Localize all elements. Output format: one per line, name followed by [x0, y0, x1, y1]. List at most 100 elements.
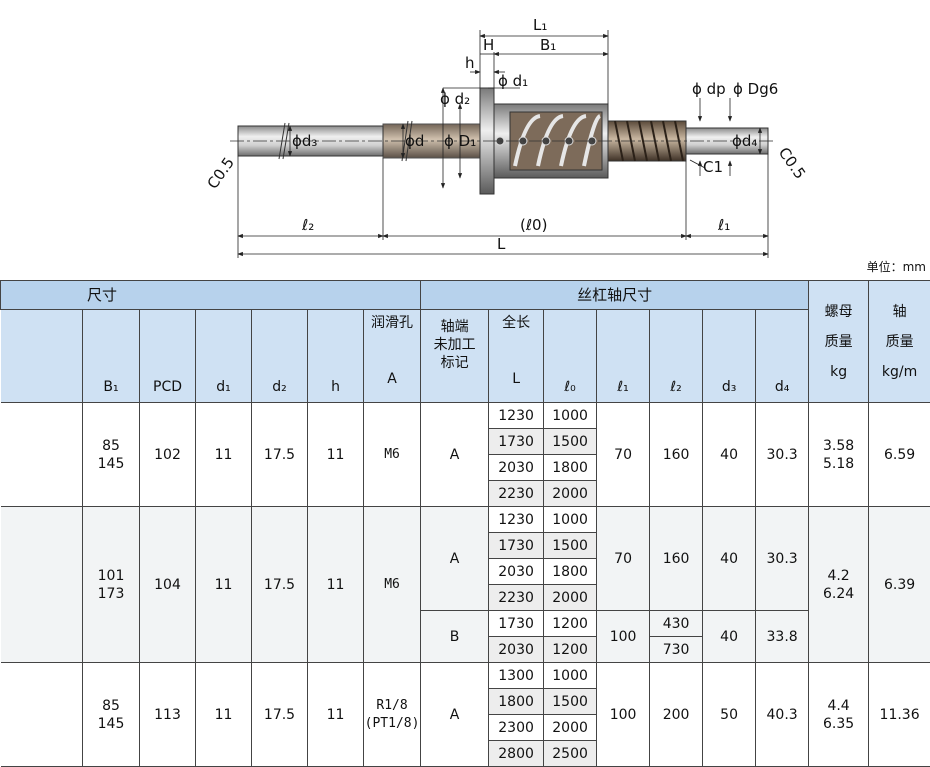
cell-shaft-end-mark: A [421, 507, 489, 611]
cell-l2: 160 [650, 507, 703, 611]
cell-total-length: 2800 [489, 741, 544, 767]
label-c05-left: C0.5 [204, 154, 238, 192]
label-h: h [465, 54, 475, 72]
cell-d4: 30.3 [756, 403, 809, 507]
cell-d4: 40.3 [756, 663, 809, 767]
cell-l2: 160 [650, 403, 703, 507]
cell-l0: 1800 [544, 455, 597, 481]
cell-total-length: 1730 [489, 429, 544, 455]
label-l1: ℓ₁ [717, 216, 730, 234]
header-h: h [308, 310, 364, 403]
cell-l0: 2000 [544, 585, 597, 611]
cell-d2: 17.5 [252, 507, 308, 663]
label-L1: L₁ [533, 16, 547, 34]
cell-lube: R1/8 (PT1/8) [364, 663, 421, 767]
cell-total-length: 2030 [489, 559, 544, 585]
cell-lube: M6 [364, 507, 421, 663]
label-l2: ℓ₂ [301, 216, 314, 234]
header-d4: d₄ [756, 310, 809, 403]
cell-nut-mass: 3.58 5.18 [809, 403, 869, 507]
cell-model [1, 663, 83, 767]
cell-l1: 70 [597, 507, 650, 611]
label-B1: B₁ [540, 36, 556, 54]
unit-label: 单位：mm [867, 258, 926, 275]
cell-d4: 30.3 [756, 507, 809, 611]
cell-l0: 1000 [544, 663, 597, 689]
header-l0: ℓ₀ [544, 310, 597, 403]
cell-total-length: 1300 [489, 663, 544, 689]
cell-model [1, 403, 83, 507]
header-l1: ℓ₁ [597, 310, 650, 403]
cell-B1: 85 145 [83, 403, 140, 507]
cell-PCD: 104 [140, 507, 196, 663]
cell-l0: 1000 [544, 507, 597, 533]
cell-l0: 1500 [544, 689, 597, 715]
cell-total-length: 2230 [489, 585, 544, 611]
cell-shaft-end-mark: B [421, 611, 489, 663]
cell-model [1, 507, 83, 663]
label-C1: C1 [703, 158, 723, 176]
label-H: H [483, 36, 494, 54]
cell-total-length: 1730 [489, 533, 544, 559]
cell-nut-mass: 4.2 6.24 [809, 507, 869, 663]
cell-shaft-end-mark: A [421, 663, 489, 767]
label-Dg6: ϕ Dg6 [733, 80, 778, 98]
label-d: ϕd [405, 132, 424, 150]
cell-PCD: 113 [140, 663, 196, 767]
cell-B1: 85 145 [83, 663, 140, 767]
ballscrew-drawing: L₁ B₁ H h ϕ d₁ ϕ d₂ ϕd₃ ϕd ϕ D₁ ϕ dp ϕ D… [0, 0, 930, 262]
cell-nut-mass: 4.4 6.35 [809, 663, 869, 767]
cell-l2: 730 [650, 637, 703, 663]
cell-PCD: 102 [140, 403, 196, 507]
cell-lube: M6 [364, 403, 421, 507]
cell-shaft-mass: 11.36 [869, 663, 930, 767]
group-header-dimensions: 尺寸 [1, 281, 421, 310]
cell-l0: 2500 [544, 741, 597, 767]
label-d2: ϕ d₂ [440, 90, 470, 108]
cell-total-length: 2030 [489, 637, 544, 663]
cell-h: 11 [308, 507, 364, 663]
cell-d1: 11 [196, 507, 252, 663]
cell-d3: 40 [703, 611, 756, 663]
label-l0: (ℓ0) [520, 216, 547, 234]
cell-l1: 70 [597, 403, 650, 507]
cell-l0: 1500 [544, 533, 597, 559]
cell-l0: 1800 [544, 559, 597, 585]
header-d1: d₁ [196, 310, 252, 403]
cell-h: 11 [308, 663, 364, 767]
cell-l2: 430 [650, 611, 703, 637]
header-shaft-end-mark: 轴端 未加工 标记 [421, 310, 489, 403]
label-dp: ϕ dp [692, 80, 726, 98]
cell-total-length: 1230 [489, 403, 544, 429]
cell-shaft-end-mark: A [421, 403, 489, 507]
cell-d4: 33.8 [756, 611, 809, 663]
label-D1: ϕ D₁ [444, 132, 476, 150]
cell-B1: 101 173 [83, 507, 140, 663]
label-L: L [497, 235, 506, 253]
cell-d2: 17.5 [252, 403, 308, 507]
cell-l1: 100 [597, 611, 650, 663]
cell-l0: 2000 [544, 481, 597, 507]
cell-l0: 1500 [544, 429, 597, 455]
label-d4: ϕd₄ [732, 132, 757, 150]
cell-l0: 1200 [544, 637, 597, 663]
cell-d1: 11 [196, 663, 252, 767]
cell-shaft-mass: 6.39 [869, 507, 930, 663]
header-model [1, 310, 83, 403]
cell-d2: 17.5 [252, 663, 308, 767]
cell-d3: 50 [703, 663, 756, 767]
header-l2: ℓ₂ [650, 310, 703, 403]
cell-total-length: 2300 [489, 715, 544, 741]
header-d2: d₂ [252, 310, 308, 403]
label-d3: ϕd₃ [292, 132, 317, 150]
label-d1: ϕ d₁ [498, 72, 528, 90]
cell-total-length: 1800 [489, 689, 544, 715]
cell-l0: 1200 [544, 611, 597, 637]
